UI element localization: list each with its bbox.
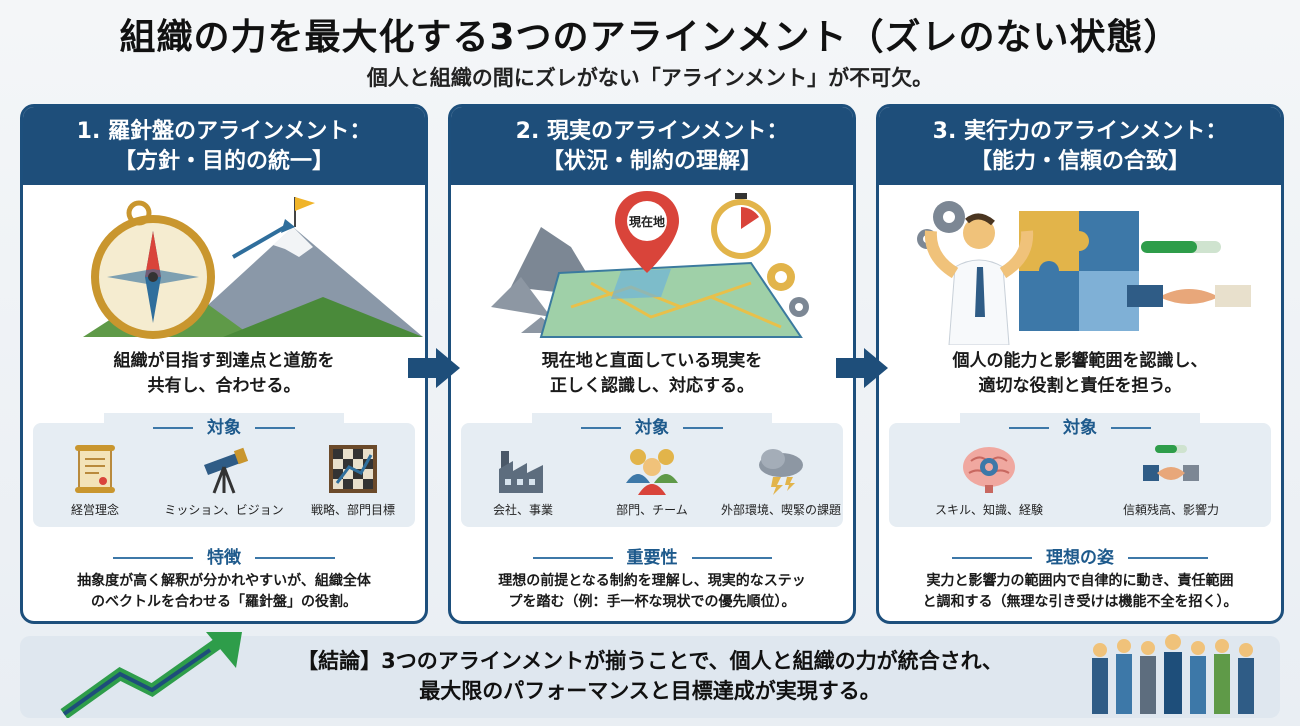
map-illustration: 現在地 (491, 191, 809, 338)
compass-mountain-illustration (83, 197, 423, 339)
conclusion-banner: 【結論】3つのアラインメントが揃うことで、個人と組織の力が統合され、 最大限のパ… (20, 632, 1280, 718)
divider (691, 557, 772, 559)
target-label: スキル、知識、経験 (934, 503, 1043, 517)
divider (683, 427, 723, 429)
divider (153, 427, 193, 429)
feature-line: 抽象度が高く解釈が分かれやすいが、組織全体 (77, 573, 371, 589)
description-line: 適切な役割と責任を担う。 (978, 376, 1182, 396)
panel-title: 1. 羅針盤のアラインメント： (76, 119, 372, 144)
right-arrow-icon (836, 348, 888, 388)
description-line: 現在地と直面している現実を (541, 351, 763, 371)
team-icon (626, 449, 678, 495)
target-item: スキル、知識、経験 (929, 443, 1049, 518)
panel-header: 3. 実行力のアラインメント： 【能力・信頼の合致】 (879, 107, 1281, 185)
growth-arrow-icon (60, 632, 242, 718)
target-item: ミッション、ビジョン (164, 443, 284, 518)
description-line: 正しく認識し、対応する。 (550, 376, 754, 396)
conclusion-text: 【結論】3つのアラインメントが揃うことで、個人と組織の力が統合され、 最大限のパ… (20, 646, 1280, 706)
target-item: 外部環境、喫緊の課題 (721, 443, 841, 518)
targets-heading: 対象 (960, 413, 1200, 438)
target-item: 戦略、部門目標 (293, 443, 413, 518)
divider (532, 557, 613, 559)
factory-icon (499, 451, 543, 493)
target-label: 信頼残高、影響力 (1122, 503, 1219, 517)
handshake-icon (1143, 445, 1199, 481)
brain-icon (963, 447, 1015, 493)
divider (1111, 427, 1151, 429)
target-item: 部門、チーム (592, 443, 712, 518)
feature-line: 理想の前提となる制約を理解し、現実的なステッ (498, 573, 806, 589)
description-line: 組織が目指す到達点と道筋を (113, 351, 335, 371)
handshake-icon (1159, 289, 1219, 304)
divider (581, 427, 621, 429)
heading-text: 対象 (207, 418, 241, 438)
heading-text: 特徴 (207, 548, 241, 568)
target-item: 会社、事業 (463, 443, 583, 518)
panel-description: 現在地と直面している現実を 正しく認識し、対応する。 (451, 349, 853, 399)
chessboard-icon (329, 445, 377, 493)
heading-text: 理想の姿 (1046, 548, 1114, 568)
divider (952, 557, 1032, 559)
targets-box: 経営理念 ミッション、ビジョン 戦略、部門目標 (33, 423, 415, 527)
feature-text: 理想の前提となる制約を理解し、現実的なステッ プを踏む（例：手一杯な現状での優先… (459, 571, 845, 613)
pin-label: 現在地 (629, 214, 665, 229)
heading-text: 対象 (1063, 418, 1097, 438)
importance-heading: 重要性 (451, 543, 853, 568)
conclusion-line: 最大限のパフォーマンスと目標達成が実現する。 (419, 679, 881, 703)
conclusion-line: 【結論】3つのアラインメントが揃うことで、個人と組織の力が統合され、 (297, 649, 1003, 673)
panel-subtitle: 【能力・信頼の合致】 (969, 149, 1190, 174)
panel-description: 組織が目指す到達点と道筋を 共有し、合わせる。 (23, 349, 425, 399)
ideal-heading: 理想の姿 (879, 543, 1281, 568)
strength-puzzle-illustration (917, 201, 1251, 345)
divider (255, 427, 295, 429)
telescope-icon (204, 447, 249, 494)
feature-line: プを踏む（例：手一杯な現状での優先順位）。 (508, 594, 796, 610)
panel-subtitle: 【状況・制約の理解】 (541, 149, 762, 174)
feature-text: 抽象度が高く解釈が分かれやすいが、組織全体 のベクトルを合わせる「羅針盤」の役割… (31, 571, 417, 613)
target-label: 戦略、部門目標 (310, 503, 395, 517)
description-line: 個人の能力と影響範囲を認識し、 (952, 351, 1208, 371)
feature-line: 実力と影響力の範囲内で自律的に動き、責任範囲 (926, 573, 1234, 589)
right-arrow-icon (408, 348, 460, 388)
divider (1009, 427, 1049, 429)
flag-icon (295, 197, 315, 211)
target-label: ミッション、ビジョン (164, 503, 284, 517)
panel-reality-alignment: 2. 現実のアラインメント： 【状況・制約の理解】 現在地 現在地と直面している… (448, 104, 856, 624)
target-label: 外部環境、喫緊の課題 (721, 503, 842, 517)
target-label: 経営理念 (70, 503, 119, 517)
targets-box: 会社、事業 部門、チーム 外部環境、喫緊の課題 (461, 423, 843, 527)
target-label: 会社、事業 (492, 503, 553, 517)
divider (1128, 557, 1208, 559)
feature-heading: 特徴 (23, 543, 425, 568)
targets-heading: 対象 (532, 413, 772, 438)
target-item: 信頼残高、影響力 (1111, 443, 1231, 518)
feature-text: 実力と影響力の範囲内で自律的に動き、責任範囲 と調和する（無理な引き受けは機能不… (887, 571, 1273, 613)
divider (255, 557, 335, 559)
targets-box: スキル、知識、経験 信頼残高、影響力 (889, 423, 1271, 527)
storm-cloud-icon (759, 449, 803, 495)
panel-title: 3. 実行力のアラインメント： (932, 119, 1228, 144)
heading-text: 対象 (635, 418, 669, 438)
panel-header: 2. 現実のアラインメント： 【状況・制約の理解】 (451, 107, 853, 185)
target-item: 経営理念 (35, 443, 155, 518)
feature-line: と調和する（無理な引き受けは機能不全を招く）。 (922, 594, 1238, 610)
target-label: 部門、チーム (616, 503, 688, 517)
description-line: 共有し、合わせる。 (147, 376, 301, 396)
page-title: 組織の力を最大化する3つのアラインメント（ズレのない状態） (119, 17, 1181, 58)
targets-heading: 対象 (104, 413, 344, 438)
panel-compass-alignment: 1. 羅針盤のアラインメント： 【方針・目的の統一】 組織が目指す到達点と道筋を… (20, 104, 428, 624)
page-subtitle: 個人と組織の間にズレがない「アラインメント」が不可欠。 (366, 66, 934, 90)
scroll-icon (75, 445, 115, 493)
feature-line: のベクトルを合わせる「羅針盤」の役割。 (91, 594, 357, 610)
panel-header: 1. 羅針盤のアラインメント： 【方針・目的の統一】 (23, 107, 425, 185)
business-team-icon (1092, 634, 1254, 714)
divider (113, 557, 193, 559)
person-icon (963, 217, 995, 249)
panel-execution-alignment: 3. 実行力のアラインメント： 【能力・信頼の合致】 個人の能力と影響範囲を認識… (876, 104, 1284, 624)
panel-title: 2. 現実のアラインメント： (515, 119, 789, 144)
panel-subtitle: 【方針・目的の統一】 (113, 149, 334, 174)
panel-description: 個人の能力と影響範囲を認識し、 適切な役割と責任を担う。 (879, 349, 1281, 399)
heading-text: 重要性 (626, 548, 678, 568)
